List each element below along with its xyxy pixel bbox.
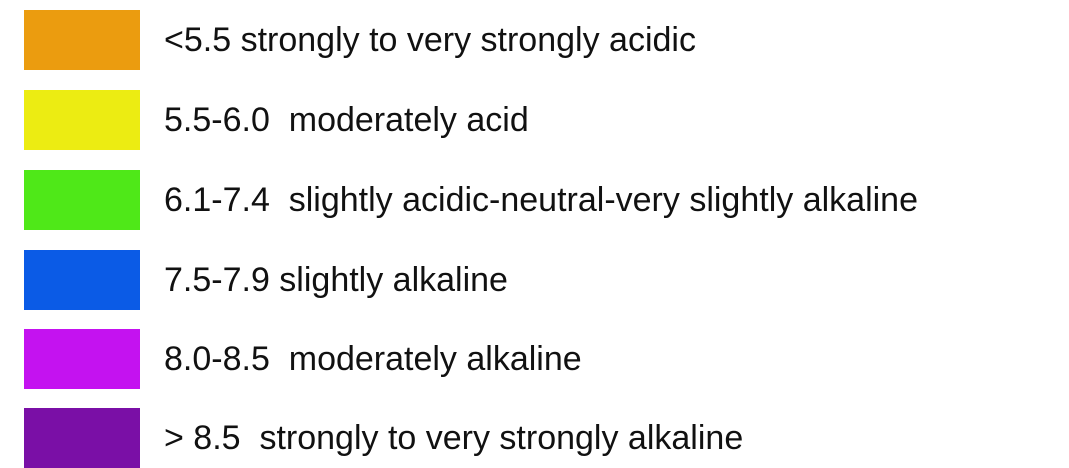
legend-item: 5.5-6.0 moderately acid <box>24 90 529 150</box>
legend-swatch <box>24 250 140 310</box>
legend-swatch <box>24 329 140 389</box>
legend-label: 6.1-7.4 slightly acidic-neutral-very sli… <box>164 181 918 219</box>
legend-swatch <box>24 10 140 70</box>
legend-label: <5.5 strongly to very strongly acidic <box>164 21 696 59</box>
legend-label: 8.0-8.5 moderately alkaline <box>164 340 582 378</box>
legend-label: 7.5-7.9 slightly alkaline <box>164 261 508 299</box>
legend-item: 7.5-7.9 slightly alkaline <box>24 250 508 310</box>
legend-swatch <box>24 170 140 230</box>
legend-item: <5.5 strongly to very strongly acidic <box>24 10 696 70</box>
legend-item: 6.1-7.4 slightly acidic-neutral-very sli… <box>24 170 918 230</box>
legend-item: 8.0-8.5 moderately alkaline <box>24 329 582 389</box>
legend-swatch <box>24 408 140 468</box>
legend-label: > 8.5 strongly to very strongly alkaline <box>164 419 744 457</box>
legend-swatch <box>24 90 140 150</box>
legend-item: > 8.5 strongly to very strongly alkaline <box>24 408 743 468</box>
legend-label: 5.5-6.0 moderately acid <box>164 101 529 139</box>
